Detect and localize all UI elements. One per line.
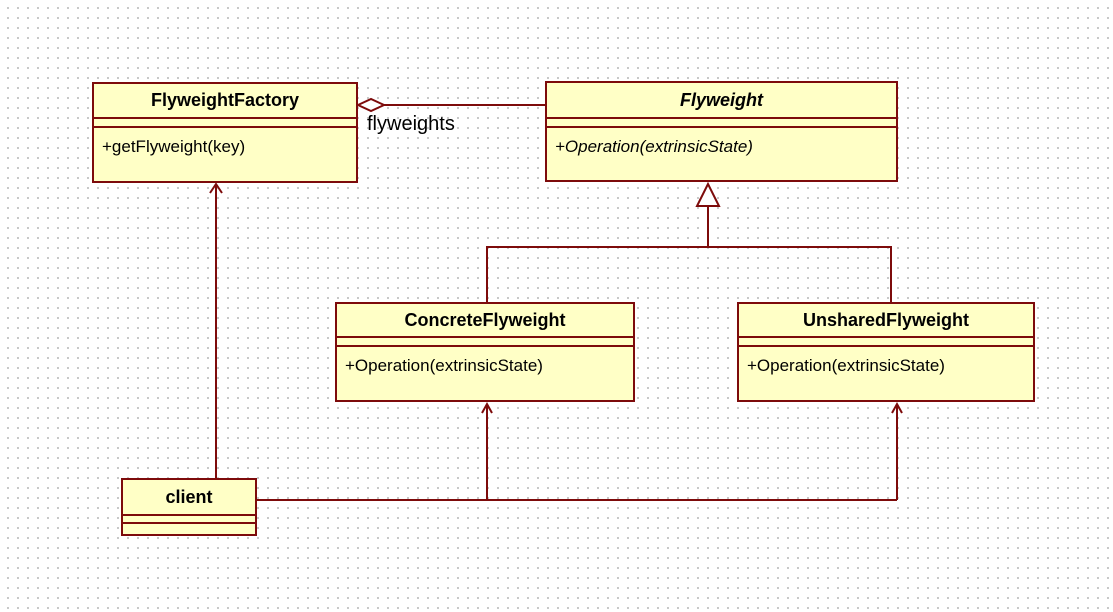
operations-compartment: +Operation(extrinsicState) — [739, 347, 1033, 400]
aggregation-diamond-icon — [355, 97, 387, 113]
attributes-compartment — [337, 338, 633, 347]
operations-compartment: +getFlyweight(key) — [94, 128, 356, 181]
operation: +Operation(extrinsicState) — [345, 356, 543, 375]
aggregation-label: flyweights — [367, 113, 455, 135]
attributes-compartment — [739, 338, 1033, 347]
client-to-flyweights-connector[interactable] — [257, 404, 898, 501]
operation: +Operation(extrinsicState) — [555, 137, 753, 156]
class-title: ConcreteFlyweight — [337, 304, 633, 338]
class-flyweight[interactable]: Flyweight +Operation(extrinsicState) — [545, 81, 898, 182]
operations-compartment: +Operation(extrinsicState) — [547, 128, 896, 180]
client-to-concrete-arrowhead-icon — [481, 401, 493, 414]
attributes-compartment — [94, 119, 356, 128]
class-client[interactable]: client — [121, 478, 257, 536]
generalization-connector[interactable] — [486, 206, 892, 302]
attributes-compartment — [123, 516, 255, 524]
class-title: UnsharedFlyweight — [739, 304, 1033, 338]
client-to-factory-arrowhead-icon — [209, 182, 223, 194]
operations-compartment — [123, 524, 255, 534]
class-title: Flyweight — [547, 83, 896, 119]
operation: +getFlyweight(key) — [102, 137, 246, 156]
class-title: client — [123, 480, 255, 516]
class-unsharedflyweight[interactable]: UnsharedFlyweight +Operation(extrinsicSt… — [737, 302, 1035, 402]
class-flyweightfactory[interactable]: FlyweightFactory +getFlyweight(key) — [92, 82, 358, 183]
class-title: FlyweightFactory — [94, 84, 356, 119]
generalization-triangle-icon — [695, 181, 721, 207]
client-to-unshared-arrowhead-icon — [891, 401, 903, 414]
operation: +Operation(extrinsicState) — [747, 356, 945, 375]
operations-compartment: +Operation(extrinsicState) — [337, 347, 633, 400]
attributes-compartment — [547, 119, 896, 128]
class-concreteflyweight[interactable]: ConcreteFlyweight +Operation(extrinsicSt… — [335, 302, 635, 402]
